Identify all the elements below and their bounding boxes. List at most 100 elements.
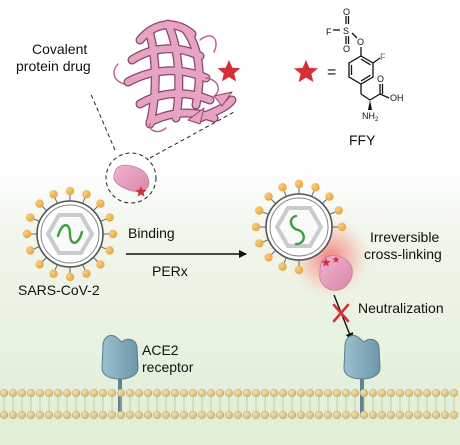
spike-head <box>49 269 58 278</box>
lipid-head <box>17 410 27 420</box>
lipid-head <box>224 388 234 398</box>
lipid-head <box>287 388 297 398</box>
chem-hydroxyl: OH <box>390 93 404 103</box>
lipid-head <box>422 410 432 420</box>
lipid-head <box>8 388 18 398</box>
lipid-head <box>314 410 324 420</box>
chem-amine: NH2 <box>362 111 379 123</box>
lipid-head <box>368 388 378 398</box>
spike-head <box>251 222 261 232</box>
spike-head <box>82 269 91 278</box>
lipid-head <box>224 410 234 420</box>
lipid-head <box>80 410 90 420</box>
lipid-head <box>350 410 360 420</box>
lipid-head <box>98 388 108 398</box>
lipid-head <box>44 388 54 398</box>
crosslink-stars <box>321 256 340 267</box>
lipid-head <box>125 410 135 420</box>
lipid-head <box>107 410 117 420</box>
lipid-head <box>170 410 180 420</box>
irreversible-label-line1: Irreversible <box>370 229 439 245</box>
spike-head <box>278 262 287 271</box>
lipid-head <box>413 388 423 398</box>
lipid-head <box>170 388 180 398</box>
chem-fluorine-sulfonyl: F <box>326 27 332 37</box>
chem-sulfur: S <box>343 26 349 36</box>
lipid-head <box>323 388 333 398</box>
lipid-head <box>116 410 126 420</box>
spike-head <box>264 253 273 262</box>
spike-head <box>96 260 105 269</box>
lipid-head <box>323 410 333 420</box>
lipid-head <box>413 410 423 420</box>
lipid-head <box>197 410 207 420</box>
chem-oxygen-top: O <box>343 7 350 17</box>
zoom-circle <box>105 152 157 204</box>
lipid-head <box>305 388 315 398</box>
spike-head <box>35 199 44 208</box>
lipid-head <box>80 388 90 398</box>
lipid-head <box>53 410 63 420</box>
lipid-head <box>206 388 216 398</box>
lipid-head <box>197 388 207 398</box>
lipid-head <box>233 410 243 420</box>
lipid-head <box>404 388 414 398</box>
spike-head <box>65 272 75 282</box>
lipid-head <box>287 410 297 420</box>
lipid-head <box>125 388 135 398</box>
spike-head <box>325 192 334 201</box>
perx-label: PERx <box>152 263 188 279</box>
lipid-head <box>296 410 306 420</box>
lipid-head <box>269 410 279 420</box>
lipid-head <box>179 410 189 420</box>
lipid-head <box>377 410 387 420</box>
virus-particle-left <box>22 186 118 282</box>
legend-star-icon <box>294 60 318 83</box>
lipid-head <box>152 410 162 420</box>
lipid-head <box>431 410 441 420</box>
lipid-head <box>386 388 396 398</box>
lipid-head <box>35 388 45 398</box>
protein-ribbon-structure <box>113 19 237 133</box>
lipid-head <box>350 388 360 398</box>
virus-spikes-bound <box>251 179 347 275</box>
lipid-head <box>116 388 126 398</box>
lipid-head <box>134 410 144 420</box>
spike-head <box>105 213 114 222</box>
lipid-head <box>368 410 378 420</box>
lipid-head <box>44 410 54 420</box>
lipid-head <box>359 388 369 398</box>
spike-head <box>26 246 35 255</box>
lipid-head <box>332 410 342 420</box>
ace2-label-line1: ACE2 <box>142 342 179 358</box>
lipid-head <box>107 388 117 398</box>
lipid-head <box>449 388 459 398</box>
lipid-head <box>440 388 450 398</box>
lipid-head <box>341 410 351 420</box>
lipid-head <box>404 410 414 420</box>
lipid-head <box>314 388 324 398</box>
spike-head <box>22 229 32 239</box>
neutralization-arrow <box>333 294 354 341</box>
lipid-head <box>395 410 405 420</box>
lipid-head <box>233 388 243 398</box>
lipid-head <box>278 388 288 398</box>
spike-head <box>334 206 343 215</box>
lipid-head <box>206 410 216 420</box>
spike-head <box>65 186 75 196</box>
lipid-head <box>0 410 9 420</box>
lipid-head <box>386 410 396 420</box>
lipid-head <box>305 410 315 420</box>
lipid-head <box>395 388 405 398</box>
lipid-head <box>26 388 36 398</box>
lipid-head <box>215 410 225 420</box>
lipid-head <box>242 388 252 398</box>
spike-head <box>278 183 287 192</box>
ace2-label-line2: receptor <box>142 359 194 375</box>
chem-fluorine-ring: F <box>380 52 386 62</box>
lipid-head <box>17 388 27 398</box>
spike-head <box>255 239 264 248</box>
lipid-head <box>71 388 81 398</box>
lipid-head <box>431 388 441 398</box>
